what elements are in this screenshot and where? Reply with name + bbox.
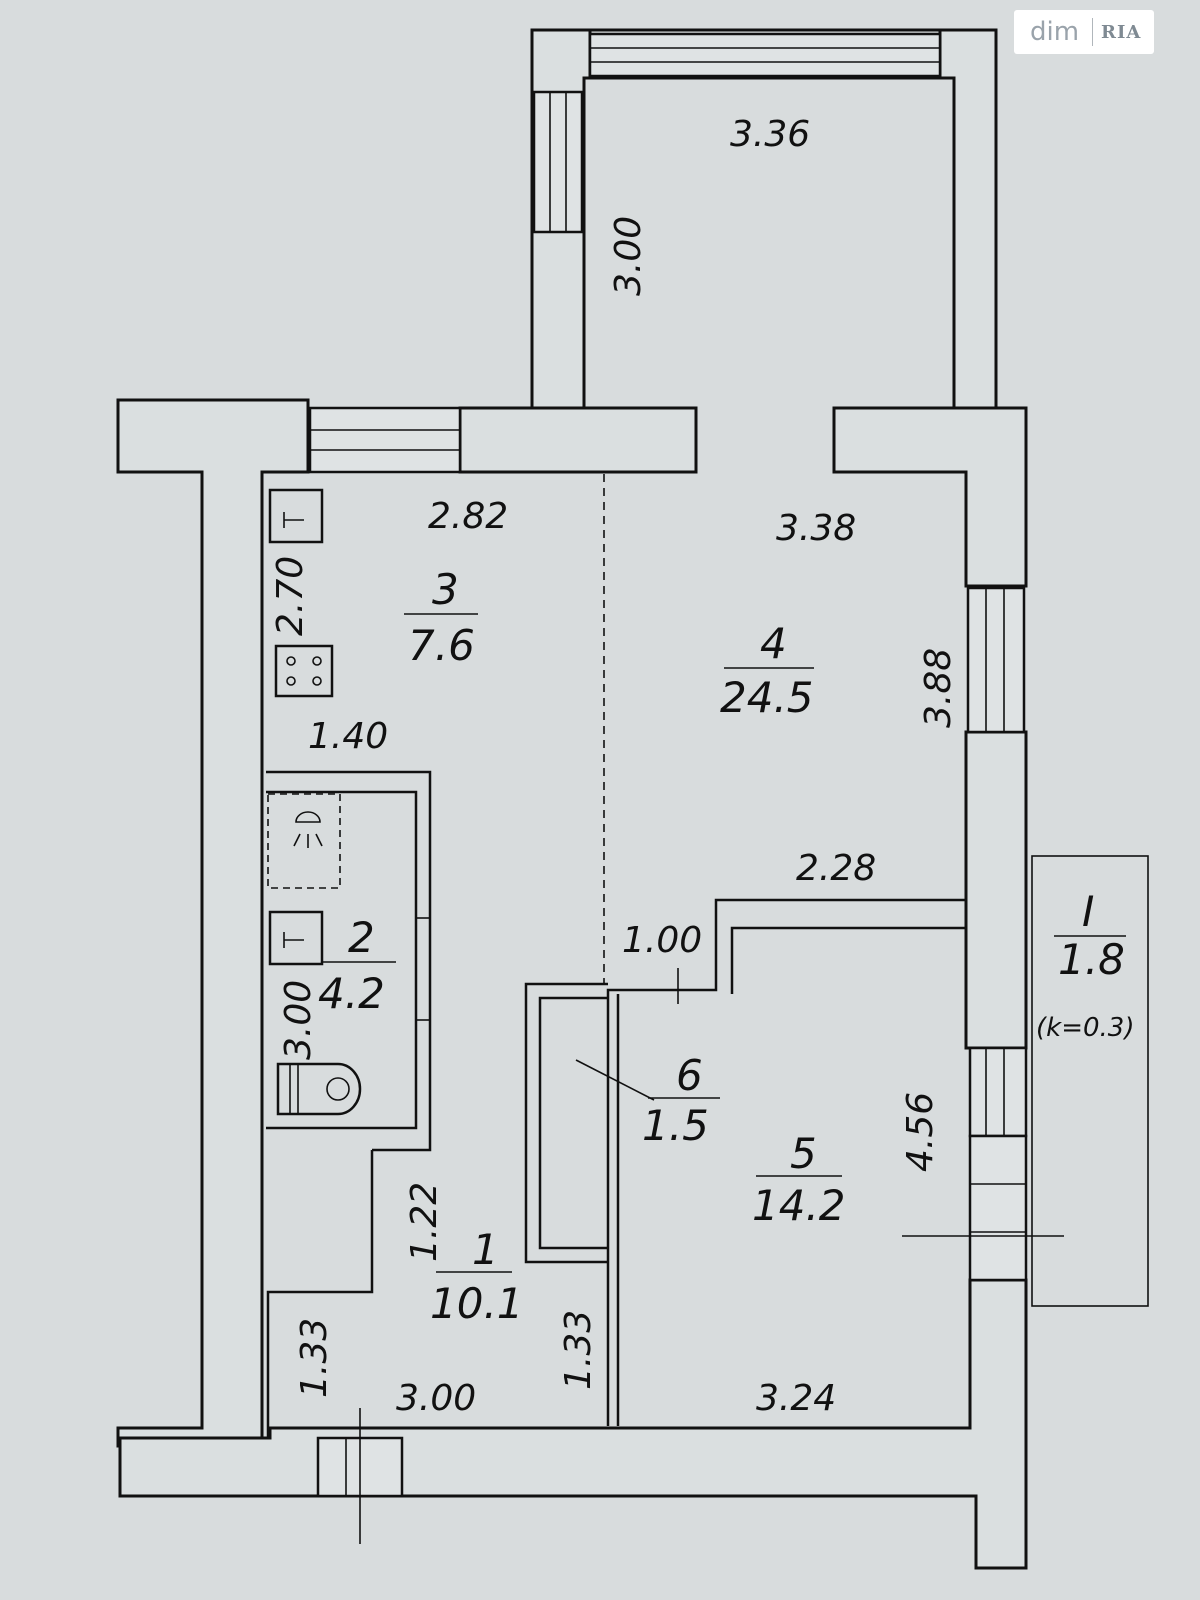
bath-side-label: 3.00 [278, 980, 319, 1060]
loggia-area: 1.8 [1058, 935, 1125, 984]
dimria-logo: dim RIA [1014, 10, 1154, 54]
labels: 3.36 3.00 2.82 2.70 3 7.6 1.40 3.38 4 24… [270, 114, 1134, 1419]
bedroom-door [968, 1134, 1028, 1282]
logo-text-dim: dim [1030, 17, 1080, 47]
balcony-window-top [588, 32, 942, 78]
room-6-number: 6 [676, 1051, 703, 1100]
room-5-area: 14.2 [752, 1181, 846, 1230]
kitchen-side-label: 2.70 [270, 556, 311, 636]
loggia-coefficient: (k=0.3) [1036, 1013, 1134, 1043]
windows [308, 32, 1028, 1498]
room-6-area: 1.5 [642, 1101, 709, 1150]
balcony-right-wall [938, 28, 998, 410]
kitchen-width-label: 2.82 [428, 496, 508, 537]
bedroom-side-label: 4.56 [900, 1092, 941, 1172]
room-5-number: 5 [790, 1129, 817, 1178]
shower-icon [267, 793, 341, 889]
balcony-depth-label: 3.00 [608, 216, 649, 296]
room-2-number: 2 [348, 913, 375, 962]
balcony-width-label: 3.36 [730, 114, 810, 155]
bath-sink-icon [268, 910, 324, 966]
top-wall-left [458, 406, 698, 474]
living-side-label: 3.88 [918, 648, 959, 728]
room-4-number: 4 [760, 619, 787, 668]
partitions [266, 474, 1064, 1544]
logo-separator [1092, 18, 1093, 46]
kitchen-sink-icon [268, 488, 324, 544]
room-2-area: 4.2 [318, 969, 385, 1018]
bedroom-bottom-label: 3.24 [756, 1378, 836, 1419]
room-1-area: 10.1 [430, 1279, 524, 1328]
left-outer-wall [116, 398, 310, 1448]
hall-bottom-label: 3.00 [396, 1378, 476, 1419]
hall-notch-label: 1.22 [404, 1182, 445, 1262]
loggia-outline [1031, 855, 1149, 1307]
room-3-area: 7.6 [408, 621, 475, 670]
kitchen-window [308, 406, 462, 474]
opening-label: 1.00 [622, 920, 702, 961]
kitchen-bottom-label: 1.40 [308, 716, 388, 757]
living-window [966, 586, 1026, 734]
loggia-number: I [1082, 887, 1094, 936]
living-bottom-label: 2.28 [796, 848, 876, 889]
fixtures [267, 488, 362, 1116]
living-width-label: 3.38 [776, 508, 856, 549]
bedroom-window [968, 1046, 1028, 1138]
hall-right-label: 1.33 [558, 1310, 599, 1390]
balcony-window-left [532, 90, 584, 234]
room-3-number: 3 [432, 565, 459, 614]
stove-icon [274, 644, 334, 698]
right-wall-mid [964, 730, 1028, 1050]
right-wall-upper [832, 406, 1028, 588]
room-4-area: 24.5 [720, 673, 814, 722]
hall-left-label: 1.33 [294, 1318, 335, 1398]
logo-text-ria: RIA [1101, 21, 1142, 43]
toilet-icon [276, 1062, 362, 1116]
room-1-number: 1 [472, 1225, 499, 1274]
